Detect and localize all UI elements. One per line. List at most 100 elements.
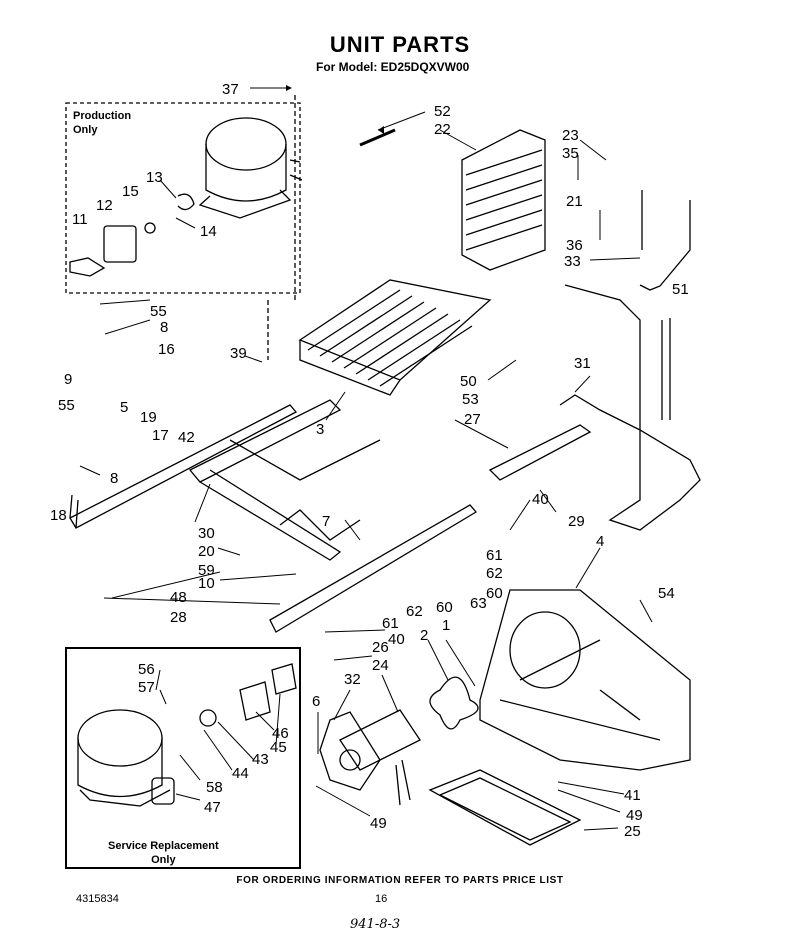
- production-label: Production Only: [73, 109, 131, 137]
- callout-57: 57: [138, 679, 155, 696]
- callout-8: 8: [160, 319, 168, 336]
- callout-45: 45: [270, 739, 287, 756]
- callout-23: 23: [562, 127, 579, 144]
- callout-33: 33: [564, 253, 581, 270]
- capacitor: [151, 777, 175, 805]
- callout-7: 7: [322, 513, 330, 530]
- callout-19: 19: [140, 409, 157, 426]
- callout-50: 50: [460, 373, 477, 390]
- callout-51: 51: [672, 281, 689, 298]
- callout-47: 47: [204, 799, 221, 816]
- compressor-production: [198, 117, 303, 219]
- callout-10: 10: [198, 575, 215, 592]
- callout-49: 49: [626, 807, 643, 824]
- callout-56: 56: [138, 661, 155, 678]
- callout-17: 17: [152, 427, 169, 444]
- callout-29: 29: [568, 513, 585, 530]
- callout-48: 48: [170, 589, 187, 606]
- relay-service: [239, 681, 271, 721]
- handwritten-note: 941-8-3: [350, 917, 401, 932]
- callout-21: 21: [566, 193, 583, 210]
- production-only-box: [65, 102, 301, 294]
- callout-37: 37: [222, 81, 239, 98]
- callout-6: 6: [312, 693, 320, 710]
- overload-service: [199, 709, 217, 727]
- callout-25: 25: [624, 823, 641, 840]
- callout-8: 8: [110, 470, 118, 487]
- model-subtitle: For Model: ED25DQXVW00: [316, 60, 470, 74]
- callout-30: 30: [198, 525, 215, 542]
- callout-36: 36: [566, 237, 583, 254]
- callout-31: 31: [574, 355, 591, 372]
- callout-5: 5: [120, 399, 128, 416]
- fan-motor: [339, 709, 421, 806]
- ordering-note: FOR ORDERING INFORMATION REFER TO PARTS …: [236, 875, 564, 886]
- tube-51: [661, 318, 671, 420]
- callout-40: 40: [388, 631, 405, 648]
- tubing-31: [559, 284, 701, 531]
- evaporator-coil: [461, 129, 546, 271]
- wire-clip-part: [177, 193, 195, 211]
- callout-20: 20: [198, 543, 215, 560]
- service-label-line1: Service Replacement: [108, 840, 219, 852]
- callout-15: 15: [122, 183, 139, 200]
- callout-27: 27: [464, 411, 481, 428]
- callout-54: 54: [658, 585, 675, 602]
- callout-43: 43: [252, 751, 269, 768]
- callout-1: 1: [442, 617, 450, 634]
- callout-28: 28: [170, 609, 187, 626]
- production-label-line2: Only: [73, 124, 98, 136]
- callout-59: 59: [198, 562, 215, 579]
- callout-14: 14: [200, 223, 217, 240]
- callout-12: 12: [96, 197, 113, 214]
- callout-44: 44: [232, 765, 249, 782]
- callout-53: 53: [462, 391, 479, 408]
- compressor-service: [77, 709, 171, 807]
- document-number: 4315834: [76, 893, 119, 905]
- drain-pan: [428, 769, 582, 846]
- callout-4: 4: [596, 533, 604, 550]
- callout-62: 62: [486, 565, 503, 582]
- callout-22: 22: [434, 121, 451, 138]
- cover-service: [271, 663, 297, 695]
- cover-part: [69, 257, 106, 277]
- callout-42: 42: [178, 429, 195, 446]
- clip-part: [144, 222, 156, 234]
- callout-18: 18: [50, 507, 67, 524]
- callout-35: 35: [562, 145, 579, 162]
- callout-32: 32: [344, 671, 361, 688]
- production-label-line1: Production: [73, 110, 132, 122]
- condenser-coil: [298, 279, 492, 396]
- callout-63: 63: [470, 595, 487, 612]
- callout-55: 55: [58, 397, 75, 414]
- callout-58: 58: [206, 779, 223, 796]
- fan-bracket: [479, 589, 691, 771]
- callout-39: 39: [230, 345, 247, 362]
- callout-3: 3: [316, 421, 324, 438]
- callout-26: 26: [372, 639, 389, 656]
- callout-13: 13: [146, 169, 163, 186]
- callout-52: 52: [434, 103, 451, 120]
- motor-bracket: [319, 711, 381, 791]
- callout-11: 11: [72, 211, 88, 228]
- service-label: Service Replacement Only: [108, 839, 219, 867]
- callout-62: 62: [406, 603, 423, 620]
- callout-9: 9: [64, 371, 72, 388]
- callout-24: 24: [372, 657, 389, 674]
- callout-60: 60: [486, 585, 503, 602]
- callout-46: 46: [272, 725, 289, 742]
- relay-part: [103, 225, 137, 263]
- callout-60: 60: [436, 599, 453, 616]
- page-number: 16: [375, 893, 388, 905]
- page-title: UNIT PARTS: [329, 32, 471, 57]
- dryer-27: [488, 424, 592, 481]
- callout-41: 41: [624, 787, 641, 804]
- service-label-line2: Only: [151, 854, 176, 866]
- callout-55: 55: [150, 303, 167, 320]
- callout-40: 40: [532, 491, 549, 508]
- service-replacement-box: [65, 647, 301, 869]
- callout-49: 49: [370, 815, 387, 832]
- base-frame: [69, 399, 477, 633]
